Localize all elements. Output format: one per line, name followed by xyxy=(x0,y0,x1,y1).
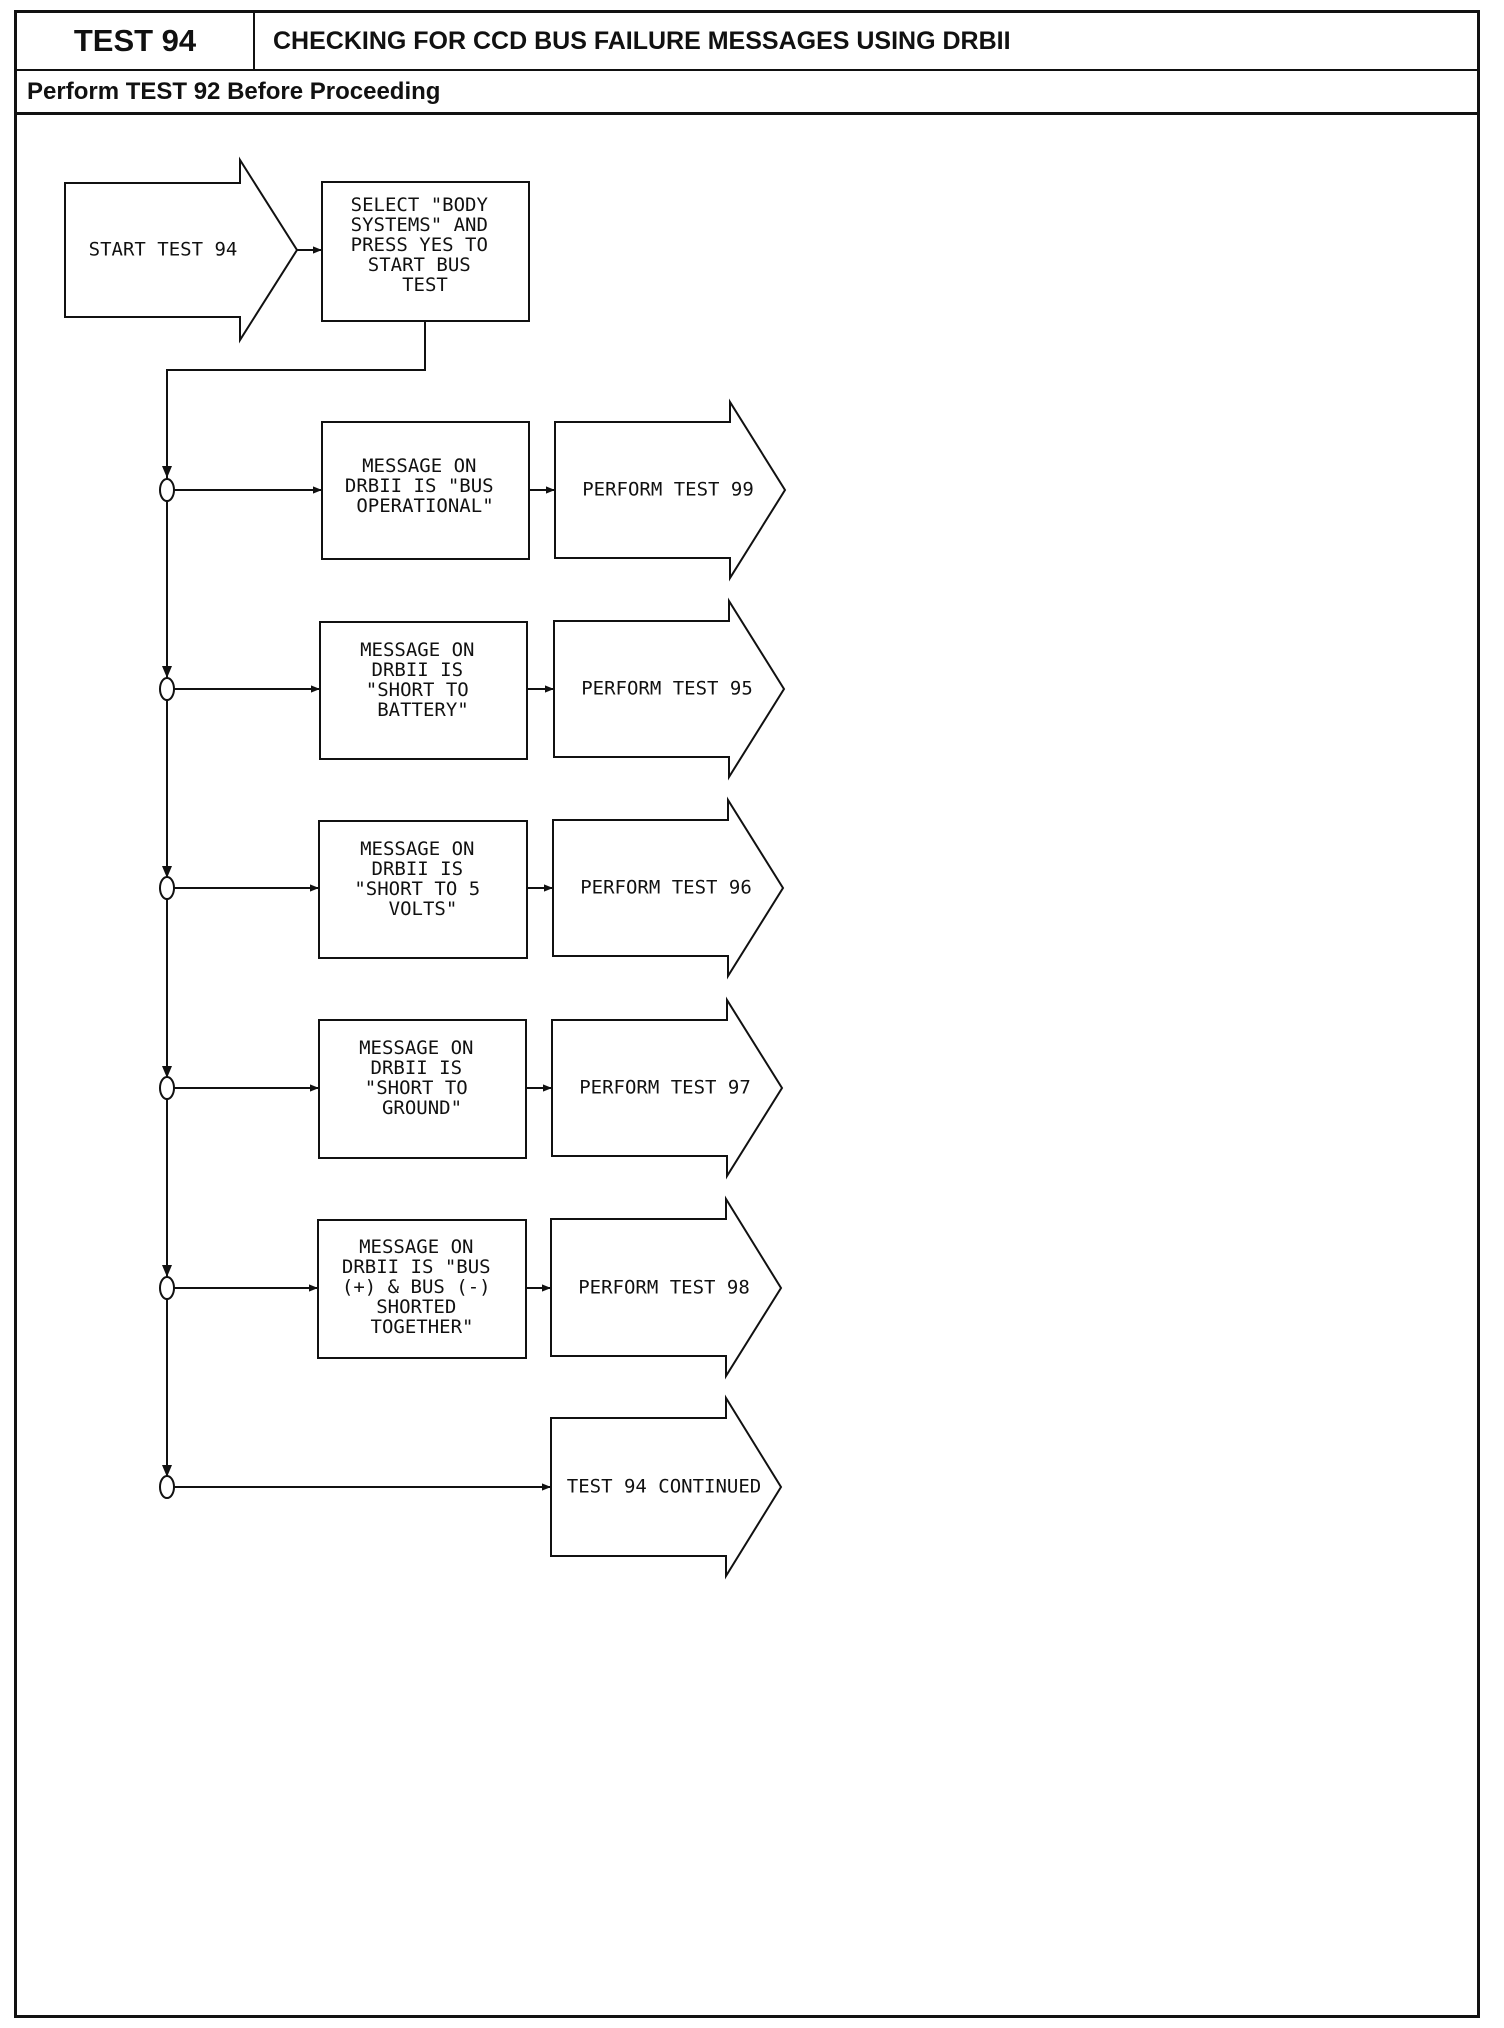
continue-arrow xyxy=(550,1394,783,1580)
message-line: DRBII IS xyxy=(371,1057,463,1079)
connector xyxy=(166,321,426,1488)
action-arrow xyxy=(553,597,786,781)
test-sheet: TEST 94 CHECKING FOR CCD BUS FAILURE MES… xyxy=(14,10,1480,2018)
message-line: "SHORT TO xyxy=(366,679,469,701)
message-line: GROUND" xyxy=(382,1097,462,1119)
svg-text:MESSAGE ON DRBII IS "BUS: MESSAGE ON DRBII IS "BUS OPERATIONAL" xyxy=(345,455,505,517)
message-line: MESSAGE ON xyxy=(359,1037,473,1059)
svg-text:MESSAGE ON DRBII IS "BUS: MESSAGE ON DRBII IS "BUS (+) & BUS (-) S… xyxy=(342,1236,502,1338)
continue-node: TEST 94 CONTINUED xyxy=(174,1394,783,1580)
branch-node xyxy=(159,1076,175,1100)
message-box xyxy=(318,820,528,959)
message-line: MESSAGE ON xyxy=(359,1236,473,1258)
svg-text:SELECT "BODY SYSTEMS" AN: SELECT "BODY SYSTEMS" AND PRESS YES TO S… xyxy=(351,194,500,296)
action-label: PERFORM TEST 95 xyxy=(581,678,753,700)
prerequisite-note: Perform TEST 92 Before Proceeding xyxy=(17,71,1477,115)
branch-node xyxy=(159,1276,175,1300)
continue-label: TEST 94 CONTINUED xyxy=(567,1476,761,1498)
action-arrow xyxy=(554,398,787,582)
trunk-branch-points xyxy=(159,466,175,1499)
message-line: MESSAGE ON xyxy=(360,838,474,860)
svg-text:MESSAGE ON DRBII IS: MESSAGE ON DRBII IS "SHORT TO 5 VOLTS" xyxy=(354,838,491,920)
trunk-arrowhead xyxy=(162,666,172,678)
action-label: PERFORM TEST 99 xyxy=(582,479,754,501)
message-line: VOLTS" xyxy=(389,898,458,920)
test-title: CHECKING FOR CCD BUS FAILURE MESSAGES US… xyxy=(255,13,1477,71)
message-line: TOGETHER" xyxy=(371,1316,474,1338)
select-step-line: PRESS YES TO xyxy=(351,234,488,256)
trunk-arrowhead xyxy=(162,1066,172,1078)
select-step-line: START BUS xyxy=(368,254,471,276)
branch-bus-shorted-together: MESSAGE ON DRBII IS "BUS (+) & BUS (-) S… xyxy=(174,1195,783,1380)
svg-text:MESSAGE ON DRBII IS: MESSAGE ON DRBII IS "SHORT TO BATTERY" xyxy=(360,639,486,721)
message-line: "SHORT TO 5 xyxy=(354,878,480,900)
message-line: BATTERY" xyxy=(377,699,469,721)
select-step-line: SYSTEMS" AND xyxy=(351,214,488,236)
select-step-line: SELECT "BODY xyxy=(351,194,489,216)
message-line: OPERATIONAL" xyxy=(356,495,493,517)
start-node: START TEST 94 xyxy=(64,156,299,344)
start-label: START TEST 94 xyxy=(89,239,238,261)
branch-short-to-battery: MESSAGE ON DRBII IS "SHORT TO BATTERY" P… xyxy=(174,597,786,781)
message-box xyxy=(318,1019,527,1159)
message-line: (+) & BUS (-) xyxy=(342,1276,491,1298)
action-arrow xyxy=(551,996,784,1180)
message-box xyxy=(321,421,530,560)
message-box xyxy=(319,621,528,760)
message-line: MESSAGE ON xyxy=(360,639,474,661)
message-line: "SHORT TO xyxy=(365,1077,468,1099)
message-line: DRBII IS xyxy=(372,858,464,880)
test-number: TEST 94 xyxy=(17,13,255,71)
message-box xyxy=(317,1219,527,1359)
message-line: DRBII IS "BUS xyxy=(345,475,494,497)
branch-node xyxy=(159,1475,175,1499)
action-arrow xyxy=(552,796,785,980)
action-label: PERFORM TEST 96 xyxy=(580,877,752,899)
branch-node xyxy=(159,876,175,900)
action-label: PERFORM TEST 97 xyxy=(579,1077,751,1099)
action-arrow xyxy=(550,1195,783,1380)
action-label: PERFORM TEST 98 xyxy=(578,1277,750,1299)
branch-node xyxy=(159,478,175,502)
trunk-arrowhead xyxy=(162,1465,172,1477)
select-step-line: TEST xyxy=(402,274,448,296)
branch-short-to-5-volts: MESSAGE ON DRBII IS "SHORT TO 5 VOLTS" P… xyxy=(174,796,785,980)
trunk-arrowhead xyxy=(162,1265,172,1277)
message-line: DRBII IS "BUS xyxy=(342,1256,491,1278)
select-step-box: SELECT "BODY SYSTEMS" AND PRESS YES TO S… xyxy=(321,181,530,322)
message-line: SHORTED xyxy=(376,1296,456,1318)
svg-text:MESSAGE ON DRBII IS: MESSAGE ON DRBII IS "SHORT TO GROUND" xyxy=(359,1037,485,1119)
trunk-arrowhead xyxy=(162,866,172,878)
trunk-arrowhead xyxy=(162,466,172,478)
branch-bus-operational: MESSAGE ON DRBII IS "BUS OPERATIONAL" PE… xyxy=(174,398,787,582)
branch-short-to-ground: MESSAGE ON DRBII IS "SHORT TO GROUND" PE… xyxy=(174,996,784,1180)
branch-node xyxy=(159,677,175,701)
message-line: DRBII IS xyxy=(372,659,464,681)
message-line: MESSAGE ON xyxy=(362,455,476,477)
